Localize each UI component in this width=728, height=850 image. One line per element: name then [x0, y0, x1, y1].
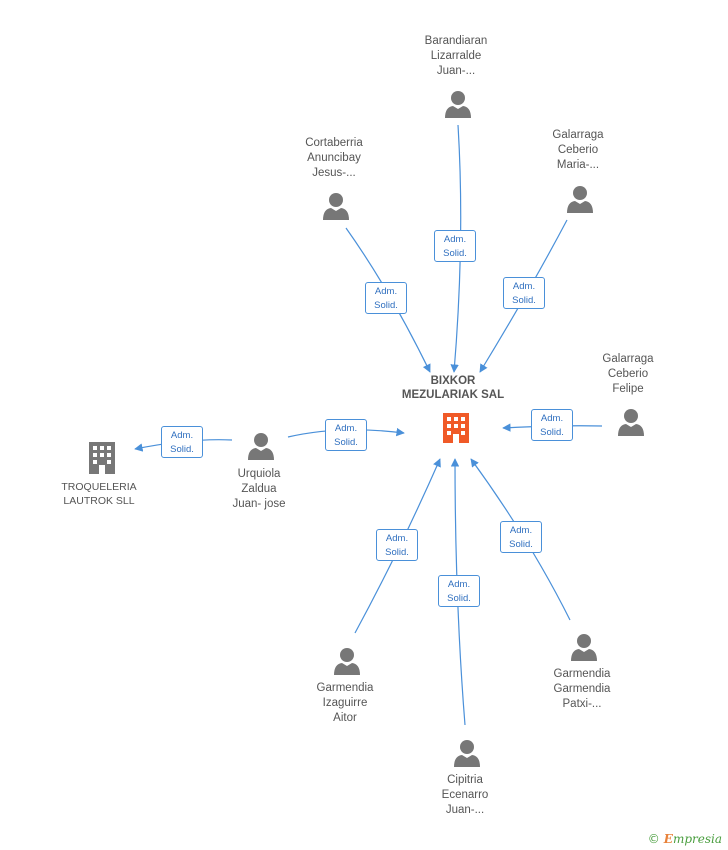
person-icon-cortaberria[interactable]: [323, 193, 349, 220]
person-name-line: Barandiaran: [424, 35, 488, 47]
person-icon-galarraga-felipe[interactable]: [618, 409, 644, 436]
person-name-line: Cipitria: [447, 774, 483, 786]
person-name-line: Felipe: [612, 383, 644, 395]
person-name-line: Galarraga: [602, 353, 654, 365]
person-label-galarraga-maria[interactable]: Galarraga Ceberio Maria-...: [518, 128, 638, 173]
relation-line1: Adm.: [374, 286, 398, 297]
relation-badge-galarraga-maria[interactable]: Adm. Solid.: [503, 277, 545, 309]
person-label-garmendia-patxi[interactable]: Garmendia Garmendia Patxi-...: [522, 667, 642, 712]
person-name-line: Juan- jose: [232, 498, 286, 510]
person-icon-cipitria[interactable]: [454, 740, 480, 767]
person-name-line: Cortaberria: [305, 137, 363, 149]
relation-badge-urquiola-troqueleria[interactable]: Adm. Solid.: [161, 426, 203, 458]
relation-line2: Solid.: [385, 547, 409, 558]
troqueleria-label[interactable]: TROQUELERIA LAUTROK SLL: [39, 480, 159, 508]
person-name-line: Zaldua: [241, 483, 277, 495]
relation-line1: Adm.: [170, 430, 194, 441]
center-company-label[interactable]: BIXKOR MEZULARIAK SAL: [373, 374, 533, 402]
person-name-line: Ceberio: [607, 368, 649, 380]
person-icon-galarraga-maria[interactable]: [567, 186, 593, 213]
relation-badge-urquiola-center[interactable]: Adm. Solid.: [325, 419, 367, 451]
person-name-line: Juan-...: [436, 65, 476, 77]
person-name-line: Garmendia: [553, 668, 611, 680]
empresia-brand[interactable]: ©Empresia: [648, 832, 722, 846]
relation-badge-barandiaran[interactable]: Adm. Solid.: [434, 230, 476, 262]
relation-badge-garmendia-aitor[interactable]: Adm. Solid.: [376, 529, 418, 561]
brand-rest: mpresia: [672, 832, 722, 846]
person-name-line: Galarraga: [552, 129, 604, 141]
relation-line2: Solid.: [170, 444, 194, 455]
relation-line2: Solid.: [447, 593, 471, 604]
person-label-cortaberria[interactable]: Cortaberria Anuncibay Jesus-...: [274, 136, 394, 181]
person-label-garmendia-aitor[interactable]: Garmendia Izaguirre Aitor: [285, 681, 405, 726]
brand-initial: E: [663, 832, 673, 846]
relation-badge-cortaberria[interactable]: Adm. Solid.: [365, 282, 407, 314]
relation-line2: Solid.: [334, 437, 358, 448]
relation-line2: Solid.: [540, 427, 564, 438]
person-label-galarraga-felipe[interactable]: Galarraga Ceberio Felipe: [568, 352, 688, 397]
person-icon-garmendia-patxi[interactable]: [571, 634, 597, 661]
center-company-name-line1: BIXKOR: [430, 375, 476, 387]
person-name-line: Ecenarro: [441, 789, 489, 801]
person-icon-garmendia-aitor[interactable]: [334, 648, 360, 675]
relation-badge-cipitria[interactable]: Adm. Solid.: [438, 575, 480, 607]
relation-badge-galarraga-felipe[interactable]: Adm. Solid.: [531, 409, 573, 441]
person-name-line: Juan-...: [445, 804, 485, 816]
relation-line1: Adm.: [334, 423, 358, 434]
relation-line2: Solid.: [443, 248, 467, 259]
person-name-line: Patxi-...: [562, 698, 602, 710]
person-name-line: Urquiola: [237, 468, 281, 480]
relation-badge-garmendia-patxi[interactable]: Adm. Solid.: [500, 521, 542, 553]
person-icon-urquiola[interactable]: [248, 433, 274, 460]
relation-line1: Adm.: [512, 281, 536, 292]
relation-line1: Adm.: [385, 533, 409, 544]
person-label-barandiaran[interactable]: Barandiaran Lizarralde Juan-...: [396, 34, 516, 79]
person-name-line: Garmendia: [316, 682, 374, 694]
relation-line2: Solid.: [509, 539, 533, 550]
troqueleria-name-line1: TROQUELERIA: [61, 481, 137, 493]
person-name-line: Lizarralde: [430, 50, 482, 62]
center-building-icon[interactable]: [440, 412, 472, 444]
relation-line1: Adm.: [509, 525, 533, 536]
relation-line1: Adm.: [540, 413, 564, 424]
copyright-symbol: ©: [647, 832, 660, 846]
person-label-urquiola[interactable]: Urquiola Zaldua Juan- jose: [199, 467, 319, 512]
person-name-line: Garmendia: [553, 683, 611, 695]
person-name-line: Jesus-...: [312, 167, 356, 179]
relation-line1: Adm.: [443, 234, 467, 245]
relation-line1: Adm.: [447, 579, 471, 590]
person-icon-barandiaran[interactable]: [445, 91, 471, 118]
troqueleria-name-line2: LAUTROK SLL: [63, 495, 135, 507]
person-name-line: Ceberio: [557, 144, 599, 156]
person-name-line: Aitor: [333, 712, 357, 724]
person-name-line: Izaguirre: [322, 697, 368, 709]
person-label-cipitria[interactable]: Cipitria Ecenarro Juan-...: [405, 773, 525, 818]
relation-line2: Solid.: [374, 300, 398, 311]
relation-line2: Solid.: [512, 295, 536, 306]
center-company-name-line2: MEZULARIAK SAL: [401, 389, 505, 401]
troqueleria-building-icon[interactable]: [89, 442, 115, 474]
person-name-line: Maria-...: [556, 159, 600, 171]
person-name-line: Anuncibay: [307, 152, 361, 164]
